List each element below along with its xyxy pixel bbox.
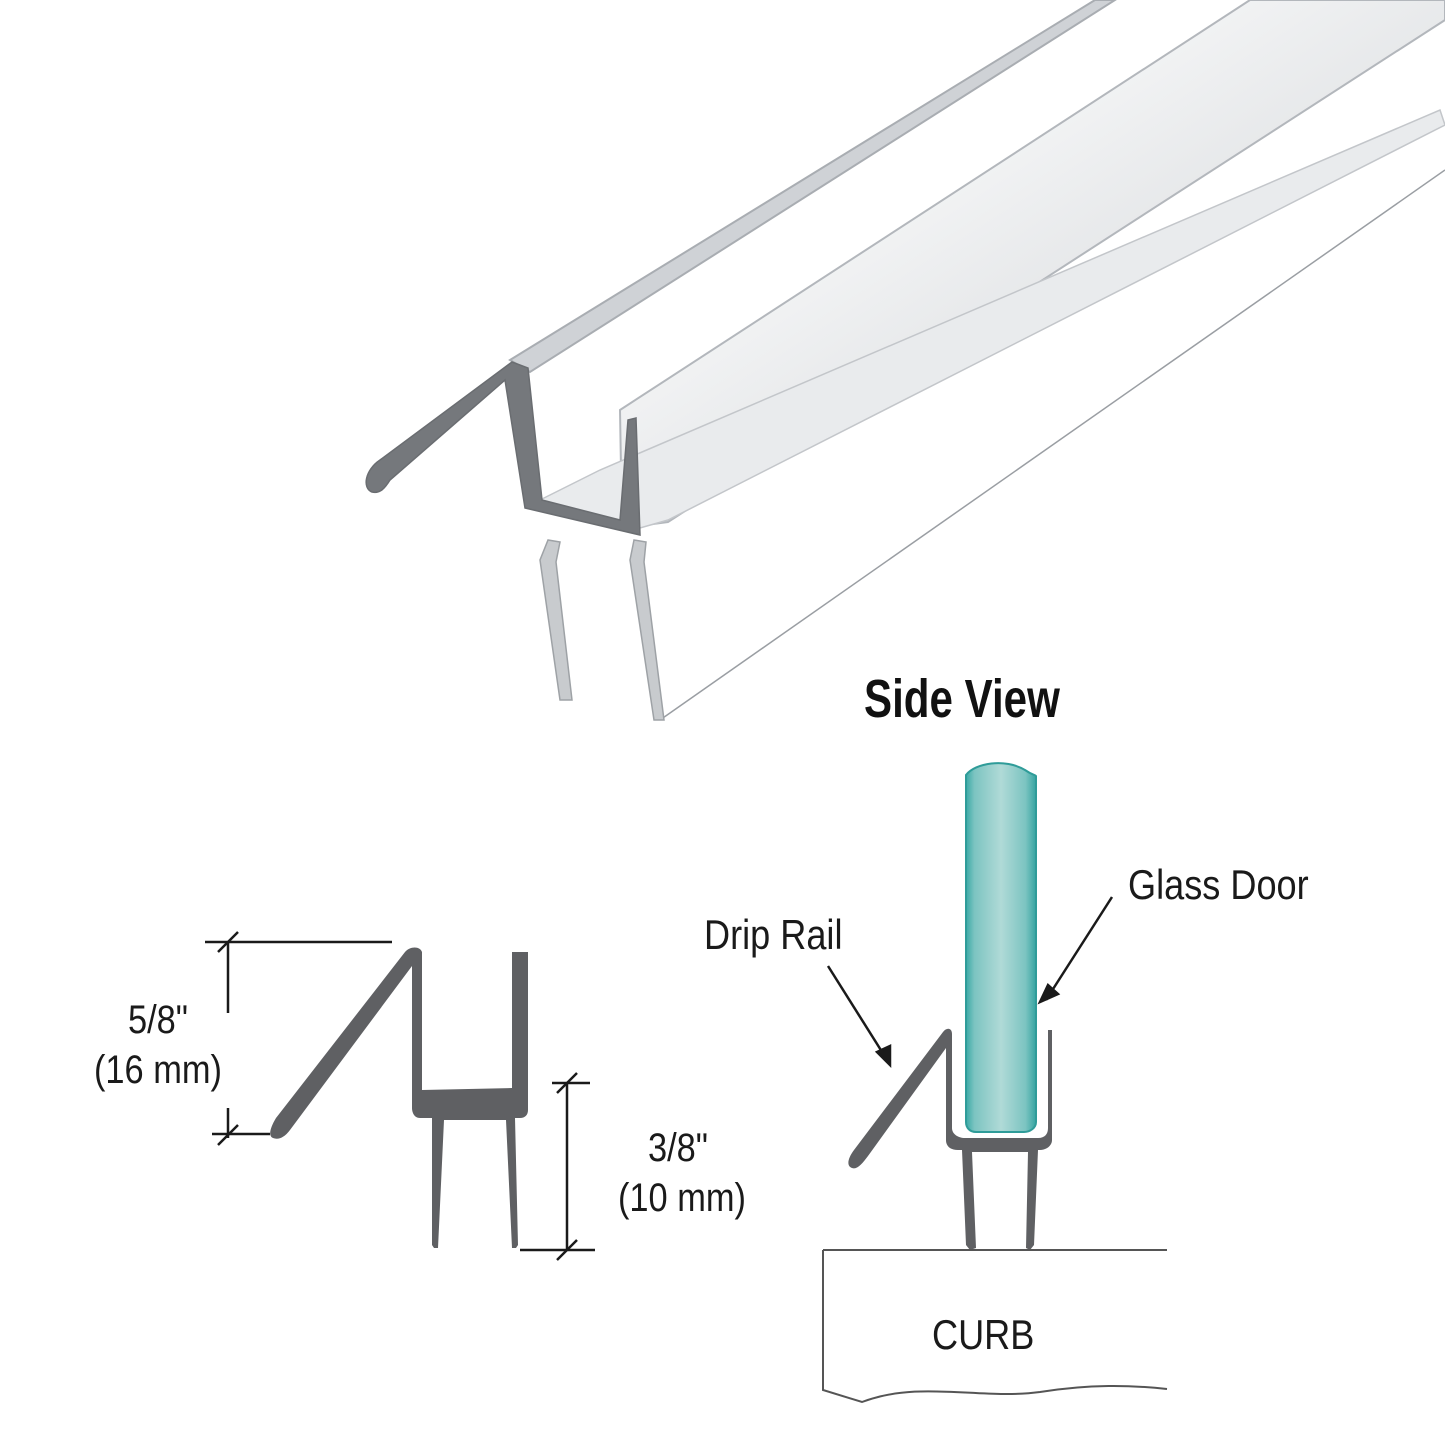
dimension-5-8-metric: (16 mm) [93, 1048, 223, 1092]
curb-outline [822, 1249, 1168, 1404]
dimension-5-8 [205, 931, 392, 1146]
leg-edge-line [659, 169, 1445, 721]
side-view-seal [848, 1028, 1052, 1250]
glass-door-label: Glass Door [1128, 861, 1309, 908]
drip-rail-label: Drip Rail [704, 911, 843, 958]
glass-door-arrow [1037, 896, 1114, 1005]
profile-end-cap [365, 361, 641, 536]
side-view-title: Side View [864, 669, 1060, 729]
dimension-3-8 [520, 1072, 595, 1261]
curb-label: CURB [932, 1311, 1035, 1358]
dimension-3-8-imperial: 3/8" [647, 1126, 709, 1170]
glass-door [965, 762, 1037, 1133]
dimension-3-8-metric: (10 mm) [617, 1176, 747, 1220]
dimension-5-8-imperial: 5/8" [127, 998, 189, 1042]
leg-right [629, 539, 665, 721]
profile-cross-section [270, 947, 528, 1248]
leg-left [539, 539, 573, 701]
drip-rail-arrow [826, 965, 892, 1069]
